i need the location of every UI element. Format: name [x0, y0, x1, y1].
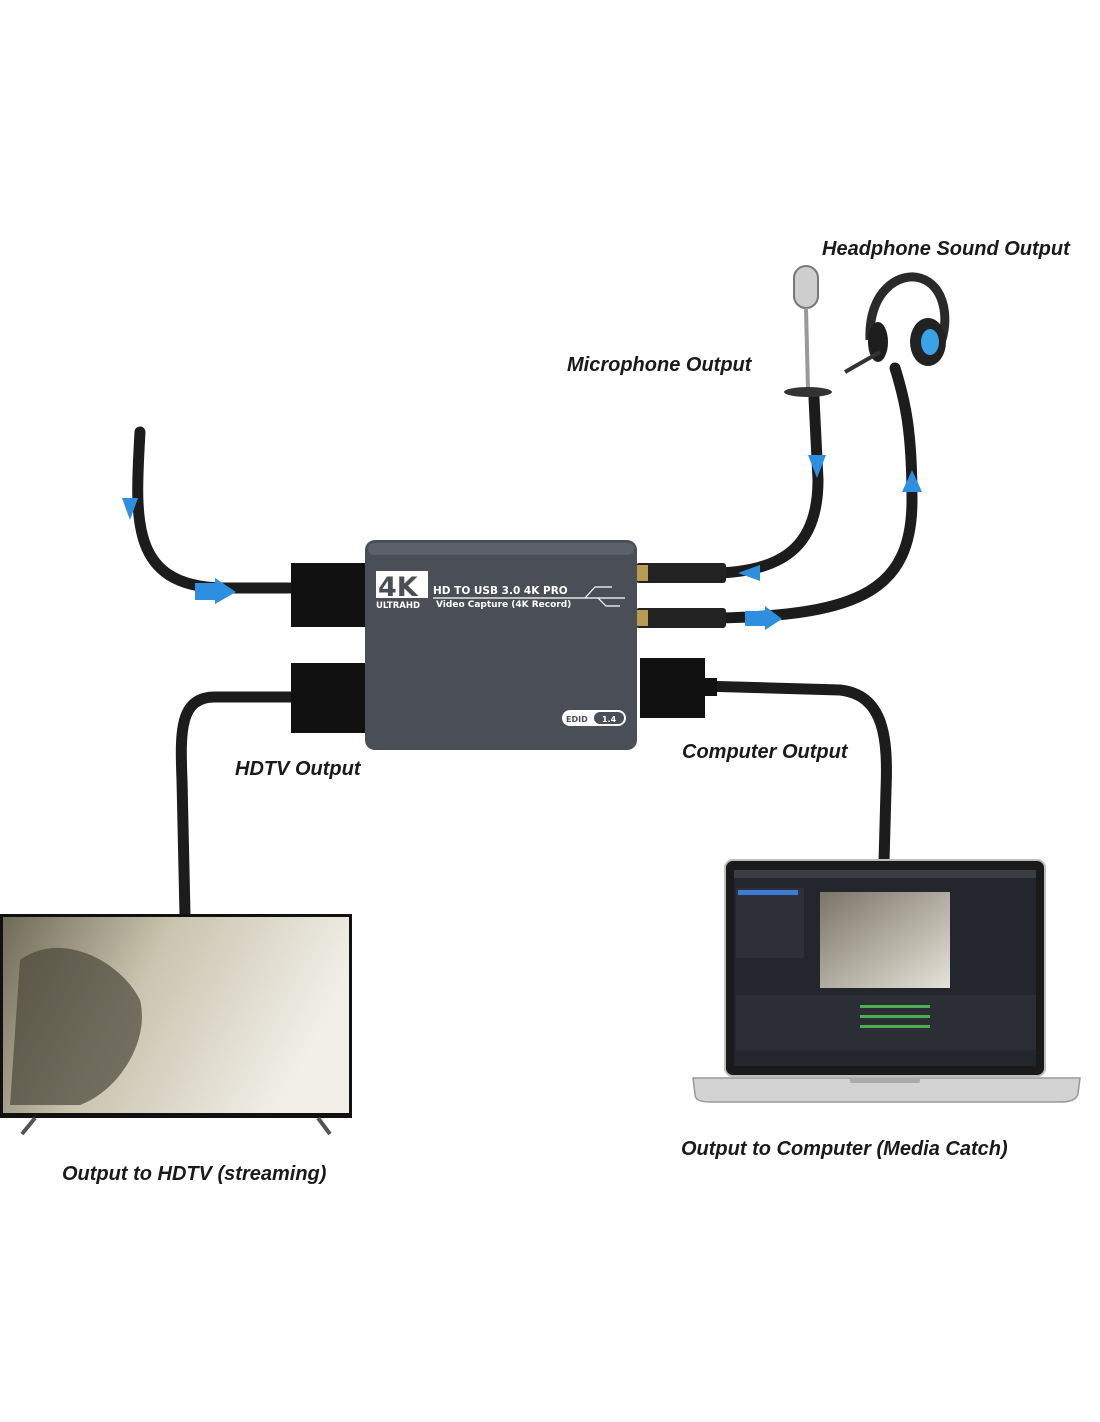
flow-arrow-icon: [122, 455, 922, 630]
microphone-icon: [784, 265, 832, 397]
hdtv-cable: [175, 691, 301, 921]
mic-jack: [636, 563, 726, 583]
tv-icon: [0, 914, 352, 1136]
headphone-icon: [844, 272, 950, 374]
label-output-hdtv: Output to HDTV (streaming): [62, 1163, 327, 1185]
capture-device: 4K ULTRAHD HD TO USB 3.0 4K PRO Video Ca…: [365, 540, 637, 750]
laptop-icon: [692, 859, 1081, 1103]
label-output-computer: Output to Computer (Media Catch): [681, 1138, 1008, 1160]
label-microphone-output: Microphone Output: [567, 354, 753, 376]
hdmi-in-connector: [291, 563, 367, 627]
device-subtitle: Video Capture (4K Record): [436, 600, 571, 610]
label-hdtv-output: HDTV Output: [235, 758, 362, 780]
label-computer-output: Computer Output: [682, 741, 849, 763]
mic-cable: [714, 392, 824, 579]
hdmi-out-connector: [291, 663, 367, 733]
device-title: HD TO USB 3.0 4K PRO: [433, 585, 568, 597]
usb-cable: [694, 680, 892, 868]
logo-4k: 4K: [378, 572, 419, 603]
edid-label: EDID: [566, 715, 588, 724]
usb-connector: [640, 658, 705, 718]
label-headphone-output: Headphone Sound Output: [822, 238, 1071, 260]
headphone-cable: [714, 362, 918, 624]
headphone-jack: [636, 608, 726, 628]
edid-value: 1.4: [602, 715, 617, 724]
hdmi-input-cable: [132, 426, 301, 594]
logo-ultrahd: ULTRAHD: [376, 601, 420, 611]
